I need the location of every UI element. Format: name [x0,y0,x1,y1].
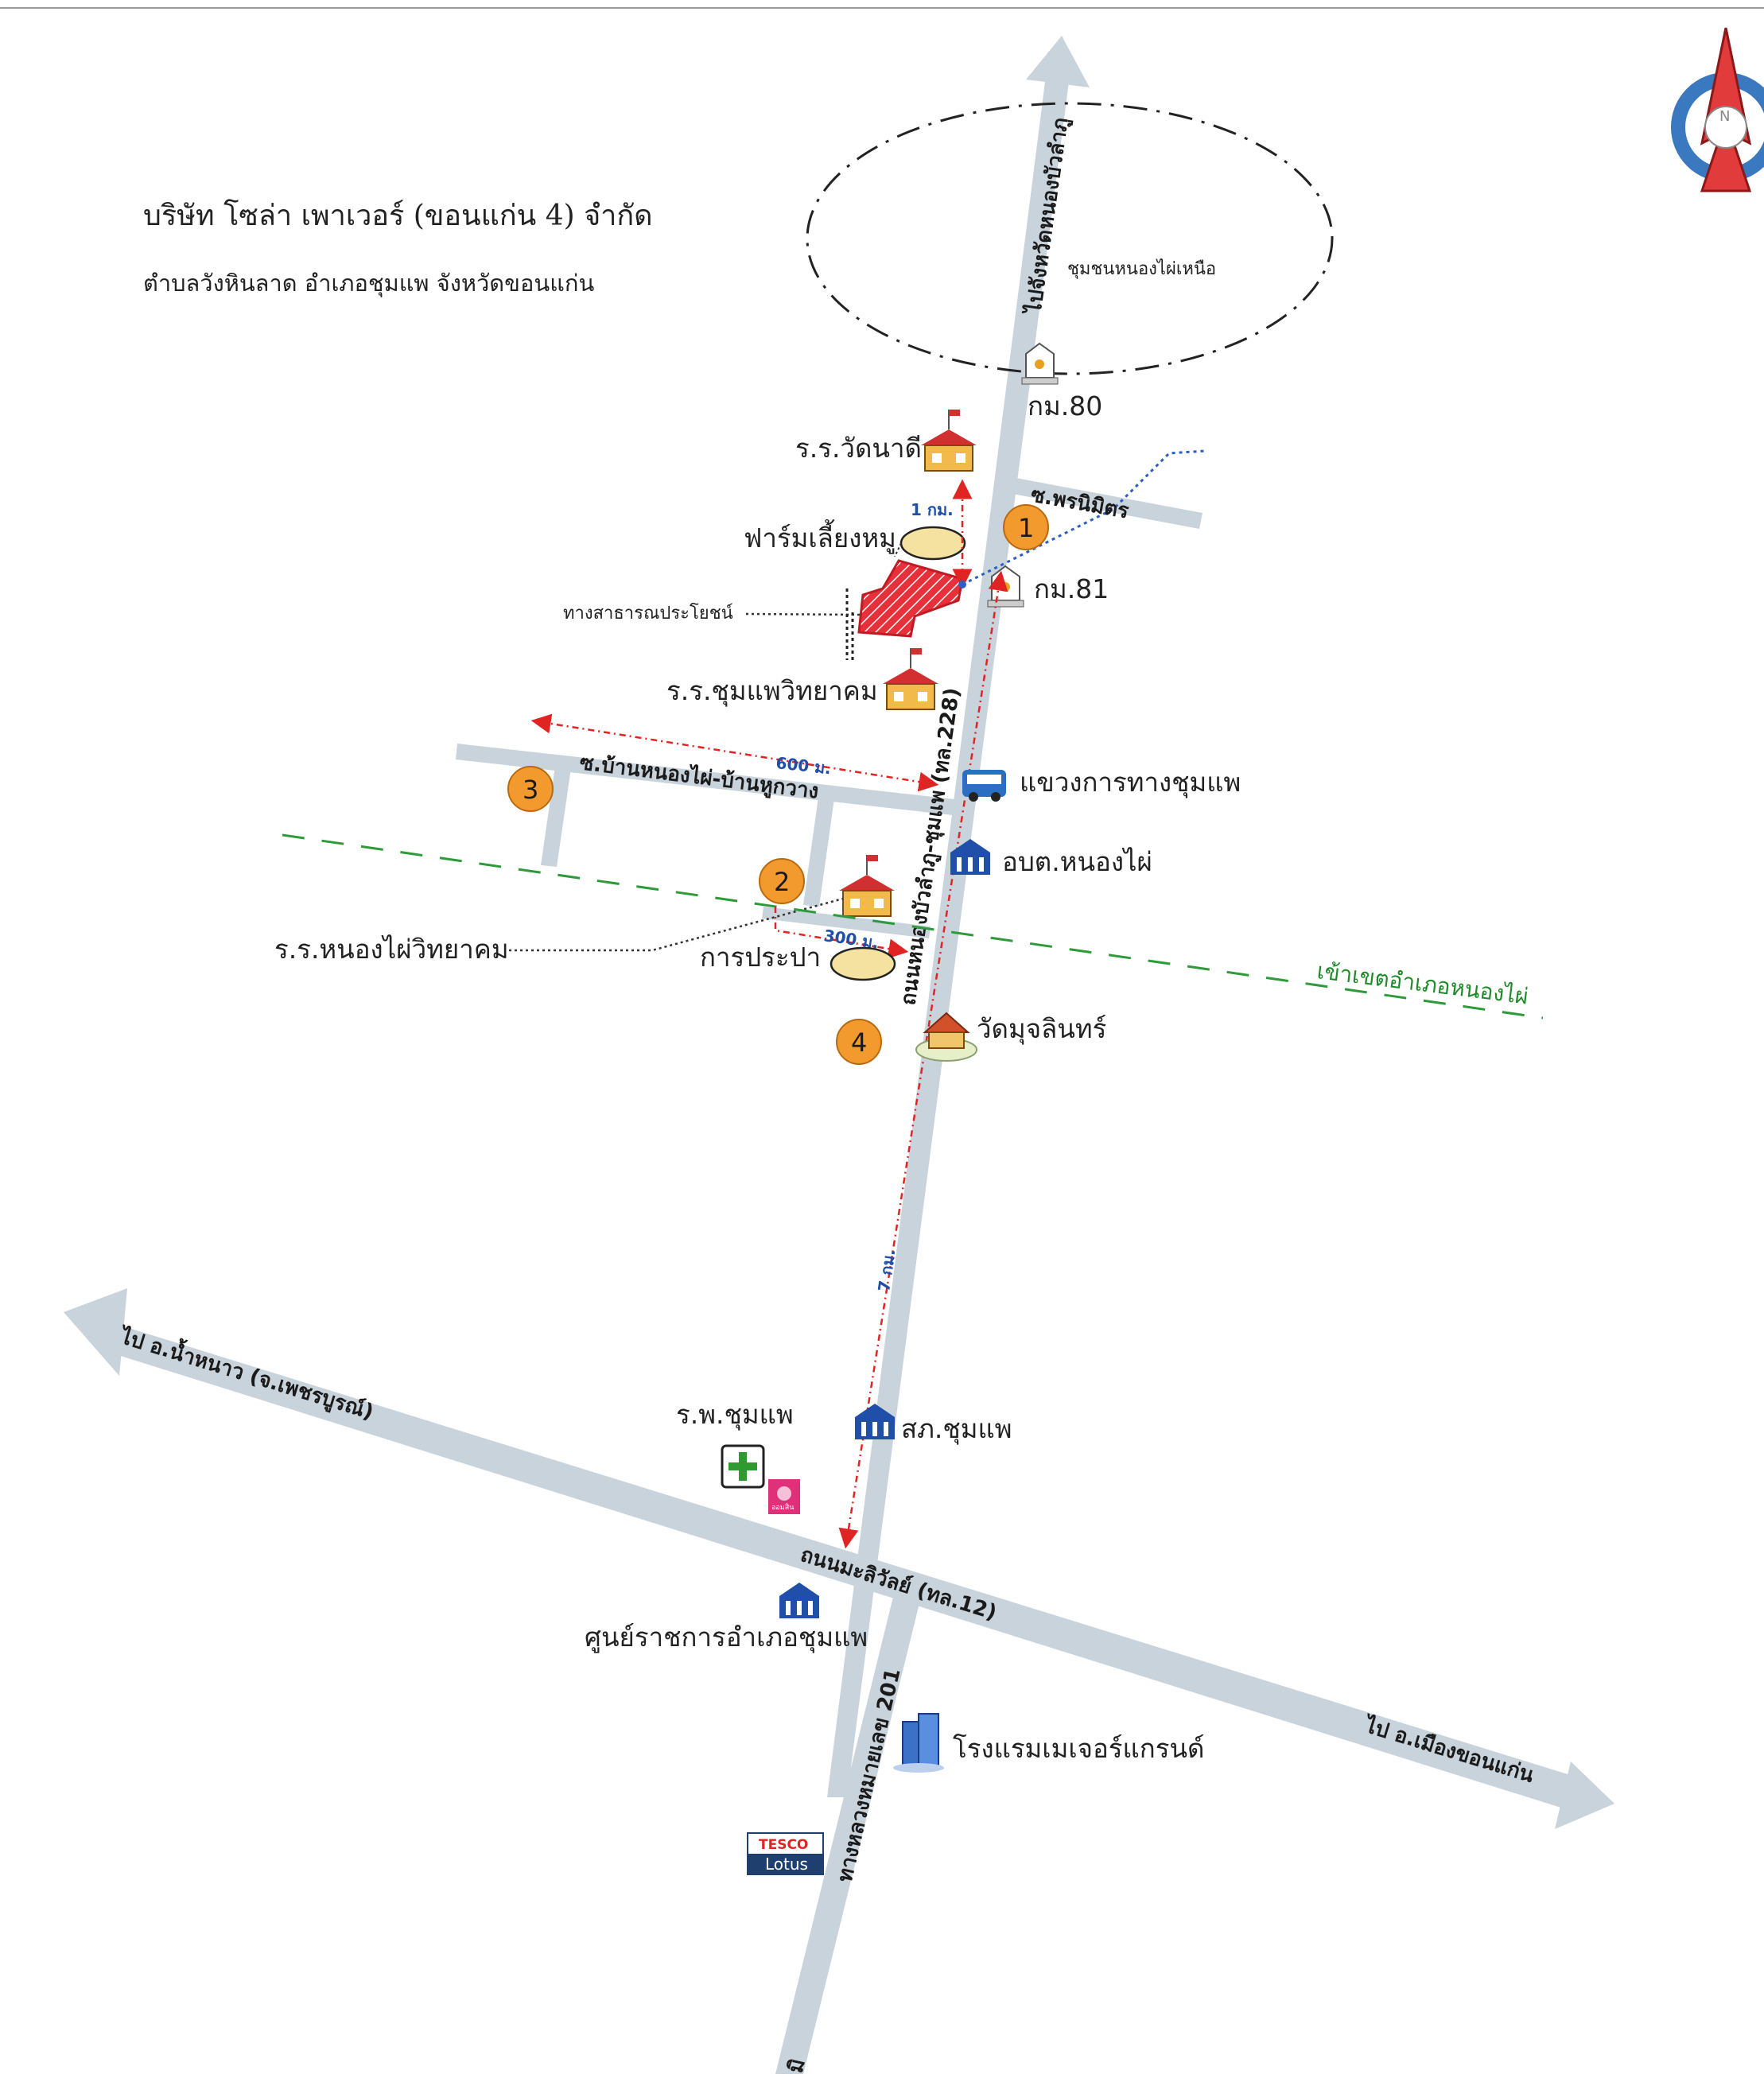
public-utility-leader [745,612,864,616]
marker-1: 1 [1003,504,1049,550]
maliwan-arrow-west [64,1288,127,1376]
district-entry-label: เข้าเขตอำเภอหนองไผ่ [1315,957,1529,1009]
highway-office-label: แขวงการทางชุมแพ [1020,767,1241,798]
compass-icon: N [1671,27,1764,192]
project-site [857,559,964,638]
marker-4: 4 [836,1019,882,1065]
community-label: ชุมชนหนองไผ่เหนือ [1067,258,1216,279]
km81-label: กม.81 [1034,573,1109,604]
km80-label: กม.80 [1028,390,1102,421]
bank-logo-text: ออมสิน [771,1503,794,1512]
distance-600m-line [530,713,939,792]
distance-1km-label: 1 กม. [911,500,954,519]
public-utility-path [851,612,854,660]
school-nongphai-icon [839,855,895,917]
distance-7km-line [838,570,1008,1549]
school-watnadi-icon [921,410,977,472]
sao-nongphai-label: อบต.หนองไผ่ [1002,846,1152,877]
distance-600m-label: 600 ม. [775,753,832,778]
km80-icon [1021,342,1059,385]
connection-point [958,581,966,588]
tesco-logo-text: TESCO [759,1837,808,1853]
waterworks-icon [830,946,896,981]
police-label: สภ.ชุมแพ [901,1413,1012,1445]
lotus-logo-text: Lotus [765,1855,808,1874]
marker-2-number: 2 [774,867,790,897]
school-chumphae-label: ร.ร.ชุมแพวิทยาคม [666,675,878,707]
hotel-label: โรงแรมเมเจอร์แกรนด์ [953,1733,1204,1764]
temple-icon [915,1012,977,1062]
highway-office-icon [962,770,1006,802]
maliwan-road [95,1320,1591,1813]
marker-3: 3 [507,766,554,812]
to-namnao-label: ไป อ.น้ำหนาว (จ.เพชรบูรณ์) [115,1319,378,1425]
school-nongphai-label: ร.ร.หนองไผ่วิทยาคม [274,934,509,965]
police-icon [855,1404,895,1439]
maliwan-arrow-east [1555,1761,1614,1829]
map-subtitle: ตำบลวังหินลาด อำเภอชุมแพ จังหวัดขอนแก่น [143,270,594,297]
marker-1-number: 1 [1018,513,1034,543]
gov-center-icon [779,1583,819,1618]
school-watnadi-label: ร.ร.วัดนาดี [795,433,922,464]
hospital-label: ร.พ.ชุมแพ [676,1399,794,1431]
school-chumphae-icon [883,648,938,710]
distance-300m-line [774,907,909,959]
main-road-north-arrow [1026,36,1090,87]
power-line [962,449,1206,586]
soi-pornnimit [1008,477,1203,529]
pig-farm-icon [899,526,966,561]
soi-nongphai-branch-mid [803,791,835,907]
highway-201 [775,1591,923,2074]
hwy201-end-label: มิ [784,2057,810,2074]
marker-2: 2 [759,858,805,904]
temple-label: วัดมุจลินทร์ [977,1013,1106,1045]
gov-center-label: ศูนย์ราชการอำเภอชุมแพ [585,1622,868,1653]
school-nongphai-leader [509,897,844,952]
map-title: บริษัท โซล่า เพาเวอร์ (ขอนแก่น 4) จำกัด [143,199,653,232]
community-boundary [806,102,1334,375]
bank-logo-icon: ออมสิน [768,1479,800,1514]
public-utility-label: ทางสาธารณประโยชน์ [563,603,733,623]
marker-4-number: 4 [851,1027,867,1058]
hospital-icon [721,1444,765,1489]
district-boundary [282,833,1544,1020]
tesco-lotus-logo: TESCO Lotus [747,1832,824,1875]
sao-nongphai-icon [950,839,990,875]
compass-label: N [1719,108,1730,125]
hotel-icon [893,1713,944,1773]
pig-farm-label: ฟาร์มเลี้ยงหมู [744,519,896,554]
marker-3-number: 3 [523,775,538,805]
waterworks-label: การประปา [700,942,821,973]
